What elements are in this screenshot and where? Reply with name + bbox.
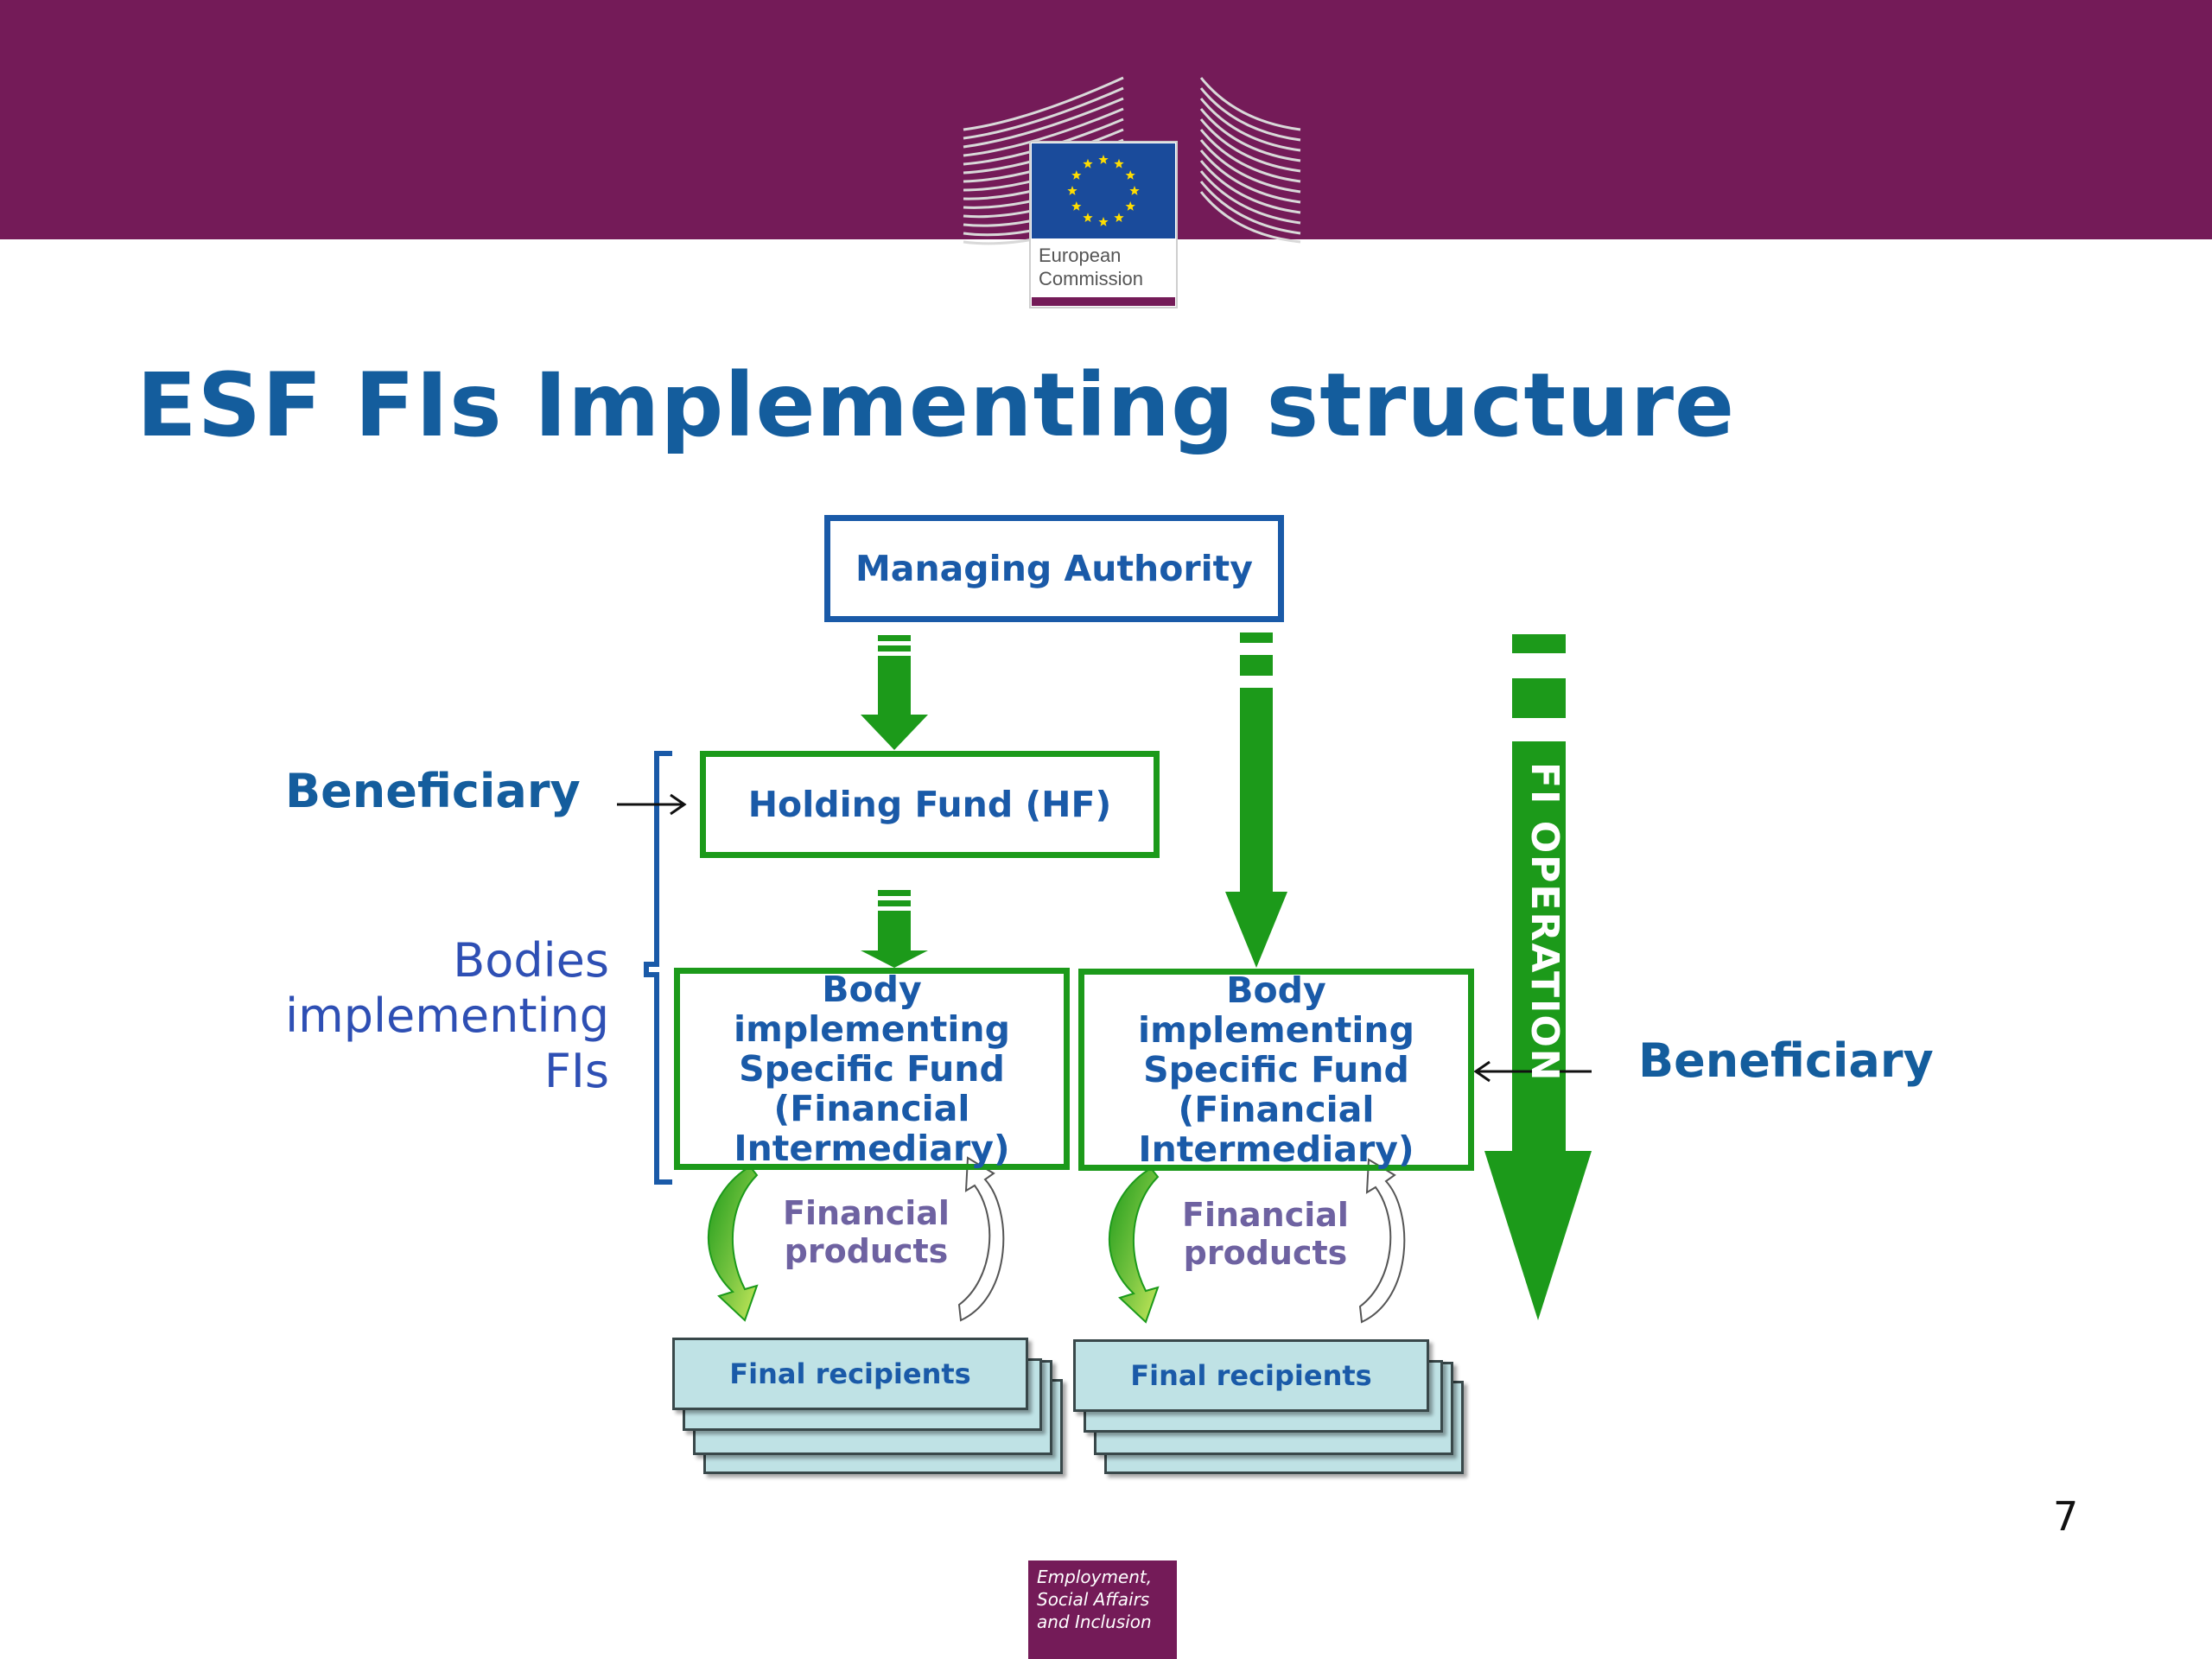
fi-operation-label: FI OPERATION xyxy=(1522,762,1567,1083)
fp-left-line2: products xyxy=(784,1232,949,1270)
fp-right-line1: Financial xyxy=(1182,1196,1349,1234)
loop-arrow-white-left xyxy=(957,1156,1005,1322)
managing-authority-box: Managing Authority xyxy=(824,515,1284,622)
arrow-ma-to-hf xyxy=(861,635,928,750)
logo-underline xyxy=(1032,297,1175,306)
holding-fund-label: Holding Fund (HF) xyxy=(747,784,1112,825)
logo-text-line2: Commission xyxy=(1039,268,1143,289)
body-implementing-fund-box-right: Body implementing Specific Fund (Financi… xyxy=(1078,969,1474,1171)
holding-fund-box: Holding Fund (HF) xyxy=(700,751,1160,858)
final-recipients-box-left: Final recipients xyxy=(672,1338,1028,1410)
body-left-line1: Body implementing xyxy=(734,969,1010,1050)
berlaymont-building-right xyxy=(1199,77,1301,244)
body-right-line2: Specific Fund xyxy=(1143,1049,1409,1090)
managing-authority-label: Managing Authority xyxy=(855,548,1253,589)
page-title: ESF FIs Implementing structure xyxy=(137,354,1736,457)
eu-star xyxy=(1083,213,1093,222)
eu-star xyxy=(1114,158,1124,168)
dg-line1: Employment, xyxy=(1037,1567,1153,1587)
financial-products-label-left: Financial products xyxy=(783,1194,950,1270)
final-recipients-label-right: Final recipients xyxy=(1130,1359,1372,1392)
eu-star xyxy=(1067,186,1077,195)
body-right-line4: Intermediary) xyxy=(1138,1128,1414,1170)
eu-star xyxy=(1083,158,1093,168)
beneficiary-label-left: Beneficiary xyxy=(285,764,581,818)
bodies-implementing-fis-label: Bodies implementing FIs xyxy=(264,933,609,1099)
final-recipients-label-left: Final recipients xyxy=(729,1357,971,1390)
bodies-bracket xyxy=(644,751,672,1185)
loop-arrow-white-right xyxy=(1358,1158,1406,1324)
eu-star xyxy=(1125,201,1135,211)
arrow-beneficiary-right xyxy=(1473,1060,1592,1083)
beneficiary-label-right: Beneficiary xyxy=(1638,1033,1934,1088)
eu-star xyxy=(1114,213,1124,222)
body-right-line1: Body implementing xyxy=(1138,969,1414,1051)
bodies-label-line1: Bodies xyxy=(453,933,609,988)
arrow-beneficiary-left xyxy=(617,793,687,816)
dg-line3: and Inclusion xyxy=(1037,1611,1152,1632)
eu-star xyxy=(1129,186,1140,195)
body-left-line2: Specific Fund xyxy=(739,1048,1005,1090)
body-left-line3: (Financial xyxy=(773,1088,970,1129)
fi-operation-arrow xyxy=(1484,634,1592,1320)
eu-star xyxy=(1071,170,1082,180)
eu-star xyxy=(1071,201,1082,211)
eu-star xyxy=(1098,217,1109,226)
bodies-label-line3: FIs xyxy=(543,1044,609,1098)
dg-line2: Social Affairs xyxy=(1037,1589,1150,1610)
arrow-ma-to-body-right xyxy=(1225,632,1287,968)
fp-left-line1: Financial xyxy=(783,1194,950,1232)
financial-products-label-right: Financial products xyxy=(1182,1196,1349,1272)
loop-arrow-green-left xyxy=(707,1165,759,1322)
dg-employment-logo: Employment, Social Affairs and Inclusion xyxy=(1028,1560,1177,1659)
loop-arrow-green-right xyxy=(1108,1166,1160,1324)
final-recipients-box-right: Final recipients xyxy=(1073,1339,1429,1412)
body-right-line3: (Financial xyxy=(1178,1089,1375,1130)
eu-star xyxy=(1125,170,1135,180)
body-implementing-fund-box-left: Body implementing Specific Fund (Financi… xyxy=(674,968,1070,1170)
body-left-line4: Intermediary) xyxy=(734,1128,1010,1169)
eu-stars xyxy=(1067,155,1140,226)
arrow-hf-to-body-left xyxy=(861,890,928,968)
european-commission-logo: European Commission xyxy=(963,76,1301,308)
page-number: 7 xyxy=(2053,1493,2079,1540)
eu-star xyxy=(1098,155,1109,164)
logo-text-line1: European xyxy=(1039,245,1121,266)
bodies-label-line2: implementing xyxy=(285,988,609,1043)
fp-right-line2: products xyxy=(1183,1234,1348,1272)
